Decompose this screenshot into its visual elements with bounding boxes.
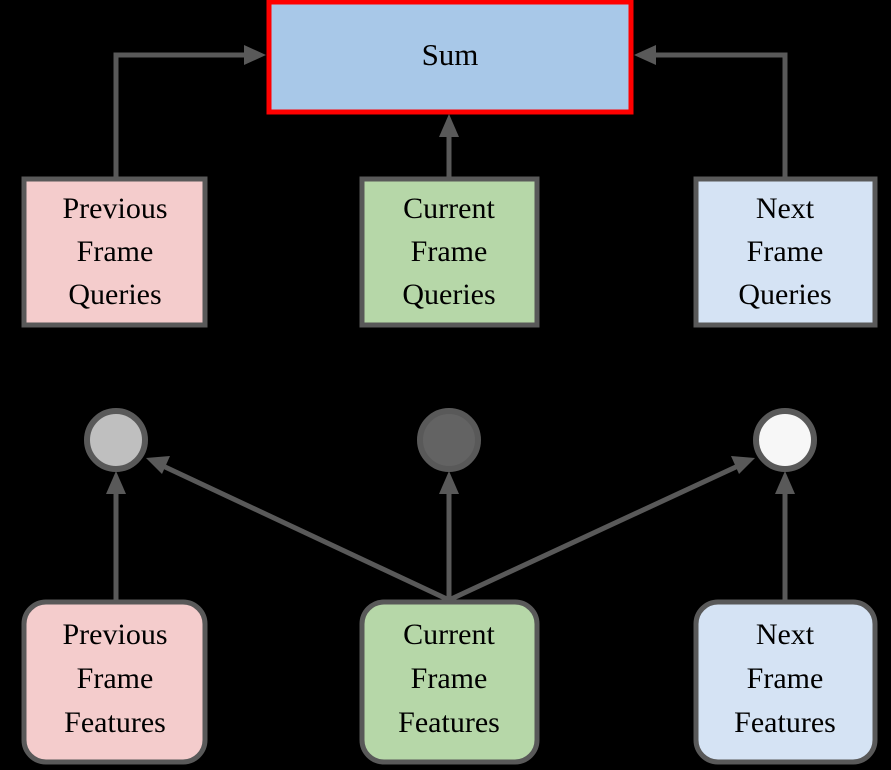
previous-frame-features-box[interactable] [21,599,208,765]
sum-box[interactable] [266,0,634,115]
current-frame-features-line-2: Frame [411,662,488,695]
node-next-frame-features[interactable]: Next Frame Features [693,599,878,765]
current-frame-queries-line-1: Current [403,192,495,225]
next-frame-features-box[interactable] [693,599,878,765]
sum-box-label: Sum [422,37,479,72]
node-current-frame-queries[interactable]: Current Frame Queries [359,176,540,328]
edge-prev-features-to-prev-circle [106,471,126,600]
current-frame-features-line-1: Current [403,618,495,651]
current-frame-features-line-3: Features [398,706,500,739]
current-frame-token-circle[interactable] [417,408,481,472]
current-frame-features-box[interactable] [359,599,540,765]
edge-next-features-to-next-circle [775,471,795,600]
edge-current-queries-to-sum [439,114,459,177]
previous-frame-queries-box[interactable] [21,176,208,328]
edge-current-features-to-next-circle [447,456,755,603]
next-frame-features-line-3: Features [734,706,836,739]
next-frame-queries-line-3: Queries [738,278,831,311]
previous-frame-features-line-2: Frame [77,662,154,695]
edge-current-features-to-prev-circle [146,456,451,603]
next-frame-queries-line-1: Next [756,192,815,225]
next-frame-queries-box[interactable] [693,176,878,328]
previous-frame-queries-line-1: Previous [63,192,168,225]
current-frame-queries-line-3: Queries [402,278,495,311]
node-previous-frame-queries[interactable]: Previous Frame Queries [21,176,208,328]
node-previous-frame-features[interactable]: Previous Frame Features [21,599,208,765]
previous-frame-features-line-3: Features [64,706,166,739]
next-frame-token-circle[interactable] [753,408,817,472]
previous-frame-queries-line-2: Frame [77,235,154,268]
edge-next-queries-to-sum [634,45,788,177]
previous-frame-features-line-1: Previous [63,618,168,651]
next-frame-queries-line-2: Frame [747,235,824,268]
previous-frame-queries-line-3: Queries [68,278,161,311]
current-frame-queries-line-2: Frame [411,235,488,268]
edge-prev-queries-to-sum [113,45,266,177]
next-frame-features-line-1: Next [756,618,815,651]
node-current-frame-features[interactable]: Current Frame Features [359,599,540,765]
edge-current-features-to-current-circle [439,471,459,600]
current-frame-queries-box[interactable] [359,176,540,328]
node-next-frame-queries[interactable]: Next Frame Queries [693,176,878,328]
previous-frame-token-circle[interactable] [84,408,148,472]
node-sum[interactable]: Sum [266,0,634,115]
next-frame-features-line-2: Frame [747,662,824,695]
